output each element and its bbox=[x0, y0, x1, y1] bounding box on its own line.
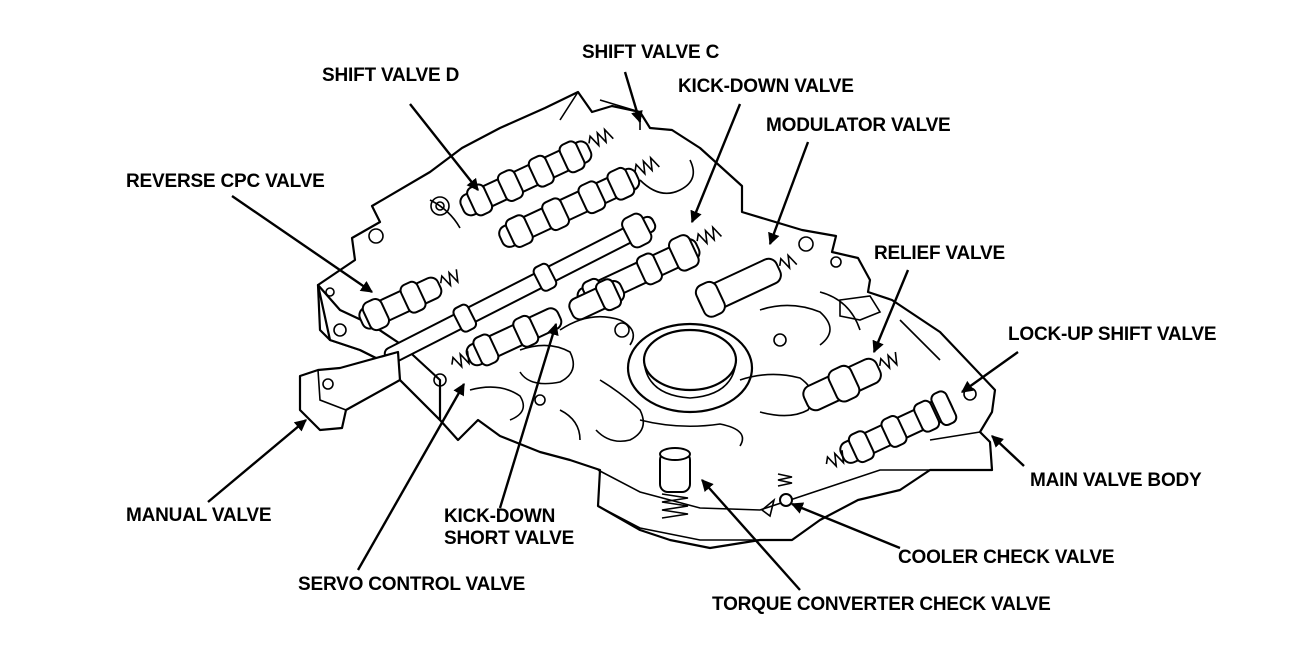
shift-valve-d bbox=[459, 127, 614, 217]
cooler-check-valve bbox=[760, 473, 793, 518]
leader-torque-converter-check-valve bbox=[701, 479, 801, 591]
leader-kick-down-valve bbox=[690, 103, 742, 224]
leader-reverse-cpc-valve bbox=[231, 195, 373, 293]
kick-down-short-valve bbox=[568, 278, 626, 321]
label-reverse-cpc-valve: REVERSE CPC VALVE bbox=[126, 171, 325, 192]
valves bbox=[298, 127, 958, 519]
leader-lines bbox=[207, 71, 1025, 591]
center-bore bbox=[642, 328, 738, 392]
label-shift-valve-d: SHIFT VALVE D bbox=[322, 65, 460, 86]
label-shift-valve-c: SHIFT VALVE C bbox=[582, 42, 720, 63]
relief-valve bbox=[802, 351, 898, 412]
modulator-valve bbox=[694, 253, 798, 318]
leader-modulator-valve bbox=[768, 141, 810, 246]
manual-valve-handle bbox=[298, 350, 402, 432]
label-modulator-valve: MODULATOR VALVE bbox=[766, 115, 951, 136]
label-kick-down-valve: KICK-DOWN VALVE bbox=[678, 76, 854, 97]
leader-kick-down-short-valve bbox=[498, 322, 559, 509]
label-torque-converter-check-valve: TORQUE CONVERTER CHECK VALVE bbox=[712, 594, 1051, 615]
leader-main-valve-body bbox=[991, 435, 1025, 467]
servo-control-valve bbox=[451, 307, 563, 369]
reverse-cpc-valve bbox=[358, 269, 459, 332]
casting-top-plate bbox=[316, 90, 997, 550]
lock-up-shift-valve bbox=[825, 390, 958, 469]
label-kick-down-short-valve-line2: SHORT VALVE bbox=[444, 528, 575, 549]
torque-converter-check-valve bbox=[659, 447, 691, 519]
leader-shift-valve-d bbox=[409, 103, 479, 191]
shift-valve-c bbox=[498, 155, 660, 248]
label-kick-down-short-valve-line1: KICK-DOWN bbox=[444, 506, 556, 527]
label-cooler-check-valve: COOLER CHECK VALVE bbox=[898, 547, 1115, 568]
label-manual-valve: MANUAL VALVE bbox=[126, 505, 272, 526]
label-lock-up-shift-valve: LOCK-UP SHIFT VALVE bbox=[1008, 324, 1217, 345]
label-servo-control-valve: SERVO CONTROL VALVE bbox=[298, 574, 526, 595]
leader-servo-control-valve bbox=[356, 382, 466, 571]
leader-relief-valve bbox=[872, 269, 910, 354]
leader-lock-up-shift-valve bbox=[961, 351, 1019, 393]
leader-cooler-check-valve bbox=[790, 502, 901, 550]
label-relief-valve: RELIEF VALVE bbox=[874, 243, 1005, 264]
valve-body-casting bbox=[316, 90, 997, 550]
leader-shift-valve-c bbox=[623, 71, 643, 124]
leader-manual-valve bbox=[207, 419, 307, 503]
label-main-valve-body: MAIN VALVE BODY bbox=[1030, 470, 1202, 491]
